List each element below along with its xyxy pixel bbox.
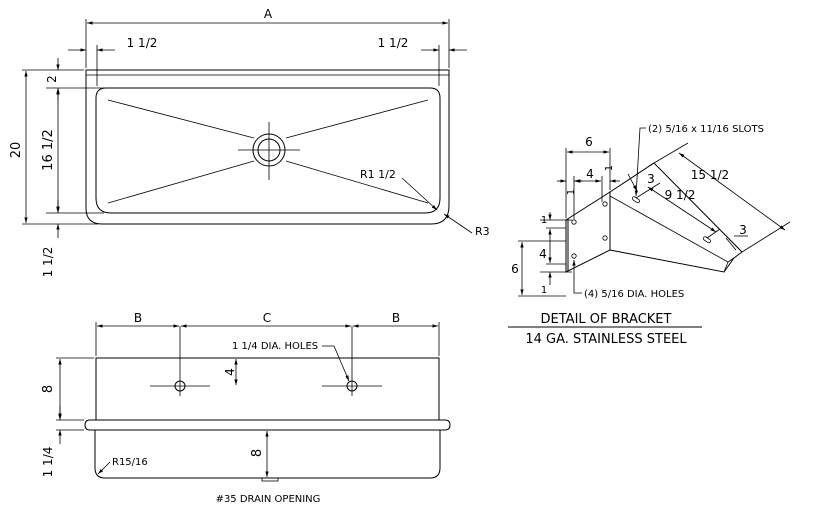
dim-hole-height: 4: [223, 368, 237, 376]
front-drain: [261, 477, 279, 482]
bracket-arm: [609, 162, 743, 273]
dim-left-rim: 1 1/2: [127, 36, 158, 50]
slope-line: [285, 160, 429, 204]
dim-rim: 1 1/4: [41, 447, 55, 478]
bracket-dim-length-line: [678, 152, 786, 231]
bracket-dim-slot-from-end: 3: [647, 172, 655, 186]
slope-line: [107, 99, 255, 139]
bracket-holes-note: (4) 5/16 DIA. HOLES: [584, 289, 684, 300]
bracket-material: 14 GA. STAINLESS STEEL: [525, 332, 687, 347]
bracket-hole: [571, 253, 577, 259]
radius-corner-leader: [443, 213, 473, 234]
bracket-dim-height: 6: [511, 262, 519, 276]
dim-backsplash: 8: [41, 385, 56, 393]
slope-line: [107, 160, 255, 204]
bracket-detail: 6 1 4 1 6 4 1 1 15 1/2 9 1/2: [508, 124, 791, 347]
bracket-hole: [602, 235, 608, 241]
dim-b-right: B: [392, 311, 400, 325]
dim-bowl: 8: [250, 449, 265, 457]
radius-bowl-label: R1 1/2: [360, 168, 396, 181]
bracket-dim-hole-spacing: 4: [586, 167, 594, 181]
holes-note: 1 1/4 DIA. HOLES: [232, 341, 318, 352]
bracket-dim-hole-height: 4: [539, 247, 547, 261]
bracket-plate: [565, 191, 611, 273]
bracket-dim-slot-spacing: 9 1/2: [665, 188, 696, 202]
sink-outline: [85, 69, 450, 225]
bracket-hole: [571, 219, 577, 225]
dim-a-label: A: [264, 7, 273, 21]
front-bowl: [94, 430, 441, 479]
bracket-dim-slot-to-tip: 3: [739, 223, 747, 237]
bracket-dim-right-offset: 1: [604, 165, 615, 171]
radius-corner-label: R3: [475, 225, 490, 238]
backsplash: [95, 357, 440, 421]
dim-right-rim: 1 1/2: [378, 36, 409, 50]
bracket-dim-top-offset: 1: [541, 215, 547, 226]
bracket-dim-width: 6: [585, 135, 593, 149]
top-view: A 1 1/2 1 1/2 20 2 16 1/2 1 1/2 R1 1/2: [9, 7, 490, 277]
bracket-slot: [631, 196, 641, 204]
bracket-dim-length: 15 1/2: [691, 168, 729, 182]
dim-b-left: B: [134, 311, 142, 325]
dim-overall-depth: 20: [9, 142, 24, 159]
bracket-dim-bottom-offset: 1: [541, 285, 547, 296]
drain-note: #35 DRAIN OPENING: [216, 494, 321, 505]
bowl-outline: [95, 87, 441, 214]
bracket-slots-note: (2) 5/16 x 11/16 SLOTS: [648, 124, 764, 135]
bracket-title: DETAIL OF BRACKET: [541, 312, 672, 327]
bracket-slot: [702, 236, 712, 244]
bracket-dim-left-offset: 1: [566, 189, 577, 195]
front-view: B C B 1 1/4 DIA. HOLES 4 8 1 1/4 8 R15/1…: [41, 311, 451, 505]
dim-back-rim: 2: [45, 75, 59, 83]
radius-bowl-leader: [401, 177, 438, 211]
front-rim: [84, 419, 451, 431]
bracket-hole: [602, 201, 608, 207]
dim-c: C: [263, 311, 271, 325]
dim-front-rim: 1 1/2: [41, 247, 55, 278]
slope-line: [285, 99, 429, 139]
radius-note: R15/16: [112, 457, 148, 468]
dim-bowl-depth: 16 1/2: [41, 129, 56, 171]
